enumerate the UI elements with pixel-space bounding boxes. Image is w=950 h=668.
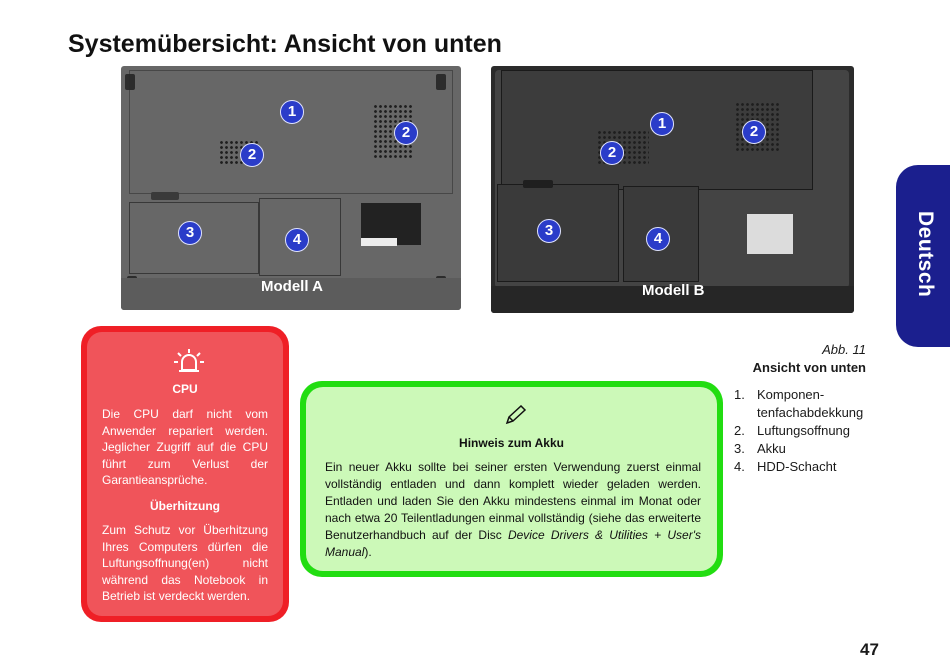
note-text: Ein neuer Akku sollte bei seiner ersten … bbox=[325, 460, 701, 559]
marker-4: 4 bbox=[285, 228, 309, 252]
figure-title: Ansicht von unten bbox=[752, 360, 866, 375]
language-tab: Deutsch bbox=[896, 165, 950, 347]
photo-model-a: 1 2 2 3 4 Modell A bbox=[121, 66, 461, 310]
label-plate bbox=[747, 214, 793, 254]
pen-icon bbox=[505, 405, 527, 425]
figure-caption: Abb. 11 Ansicht von unten bbox=[730, 342, 866, 375]
warning-box: CPU Die CPU darf nicht vom Anwender repa… bbox=[81, 326, 289, 622]
warning-text-overheat: Zum Schutz vor Überhitzung Ihres Compute… bbox=[102, 523, 268, 603]
photo-model-b: 1 2 2 3 4 Modell B bbox=[491, 66, 854, 313]
alarm-icon bbox=[174, 349, 204, 372]
warning-heading-cpu: CPU bbox=[172, 382, 198, 396]
marker-3: 3 bbox=[537, 219, 561, 243]
legend-item: 1. Komponen-tenfachabdekkung bbox=[734, 387, 864, 420]
note-heading: Hinweis zum Akku bbox=[459, 436, 564, 450]
marker-1: 1 bbox=[650, 112, 674, 136]
legend-item: 4. HDD-Schacht bbox=[734, 459, 837, 474]
barcode-sticker bbox=[361, 238, 397, 246]
warning-heading-overheat: Überhitzung bbox=[150, 499, 220, 513]
model-a-label: Modell A bbox=[261, 278, 323, 295]
marker-2: 2 bbox=[394, 121, 418, 145]
marker-2: 2 bbox=[240, 143, 264, 167]
marker-4: 4 bbox=[646, 227, 670, 251]
note-box: Hinweis zum Akku Ein neuer Akku sollte b… bbox=[300, 381, 723, 577]
language-tab-label: Deutsch bbox=[914, 211, 937, 298]
marker-3: 3 bbox=[178, 221, 202, 245]
marker-2: 2 bbox=[742, 120, 766, 144]
marker-1: 1 bbox=[280, 100, 304, 124]
legend-item: 2. Luftungsoffnung bbox=[734, 423, 851, 438]
model-b-label: Modell B bbox=[642, 282, 705, 299]
page-number: 47 bbox=[860, 640, 879, 659]
figure-legend: 1. Komponen-tenfachabdekkung 2. Luftungs… bbox=[734, 386, 884, 476]
marker-2: 2 bbox=[600, 141, 624, 165]
page-title: Systemübersicht: Ansicht von unten bbox=[68, 30, 502, 58]
legend-item: 3. Akku bbox=[734, 441, 786, 456]
figure-number: Abb. 11 bbox=[822, 342, 866, 357]
warning-text-cpu: Die CPU darf nicht vom Anwender reparier… bbox=[102, 407, 268, 487]
